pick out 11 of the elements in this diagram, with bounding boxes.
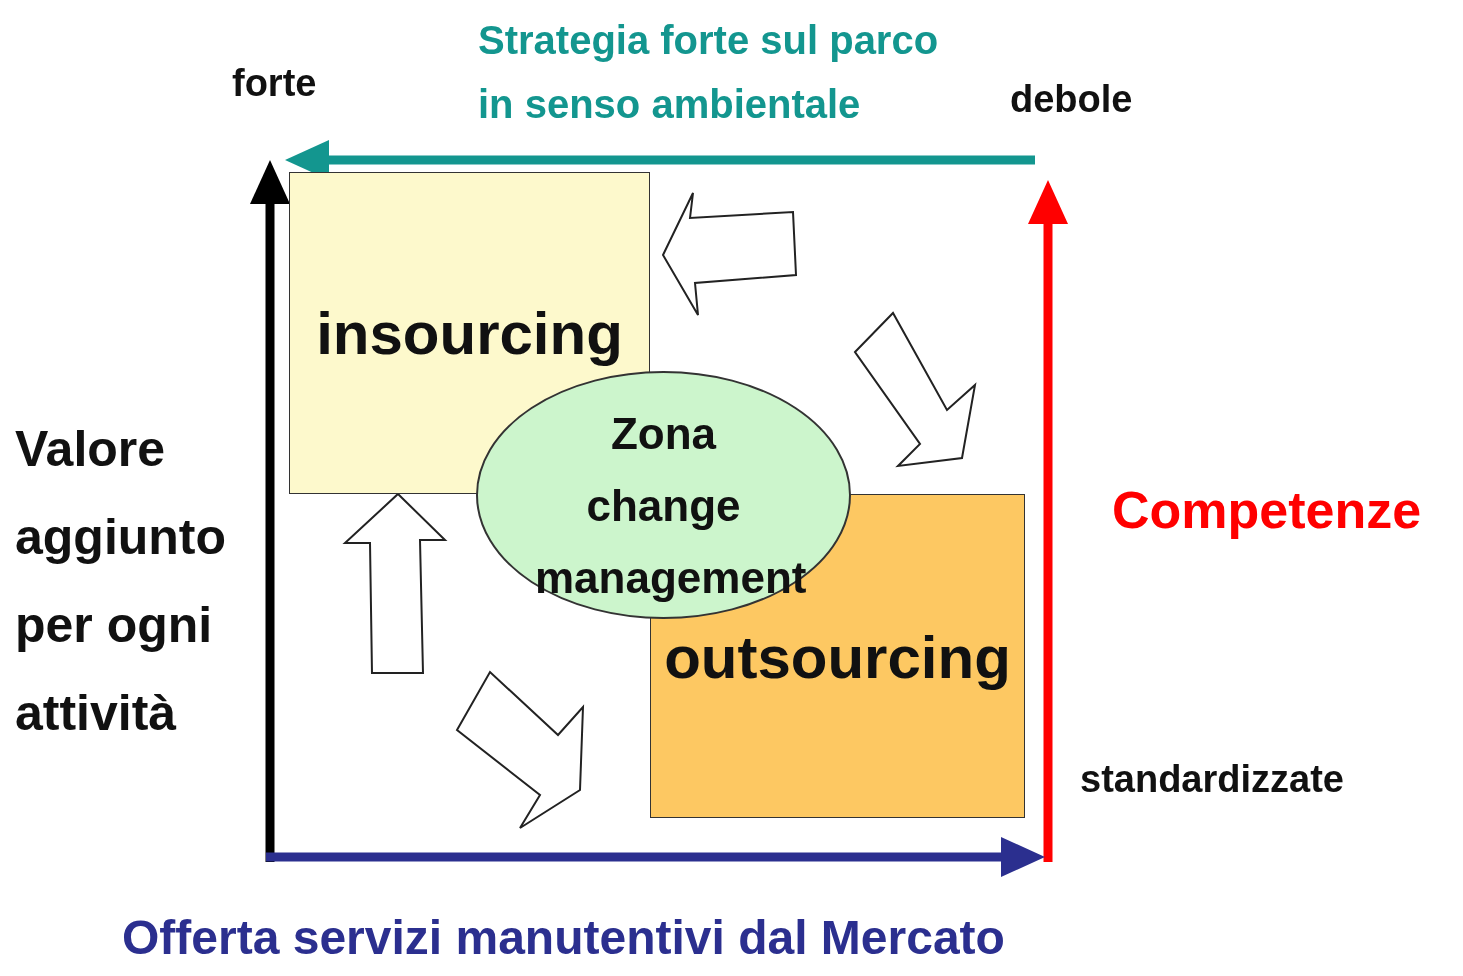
axis-end-label: debole — [1010, 78, 1133, 121]
axis-title: Competenze — [1112, 480, 1422, 540]
axis-end-label: standardizzate — [1080, 758, 1344, 801]
box-label: insourcing — [315, 299, 624, 368]
axis-title: Valore aggiunto per ogni attività — [15, 420, 228, 743]
box-label: outsourcing — [663, 623, 1012, 692]
zone-ellipse-overlay — [475, 370, 852, 620]
box-label: Zona change management — [534, 408, 808, 604]
axis-end-label: forte — [232, 62, 317, 105]
axis-title: Strategia forte sul parco in senso ambientale — [478, 17, 940, 128]
axis-title: Offerta servizi manutentivi dal Mercato — [122, 910, 1005, 965]
